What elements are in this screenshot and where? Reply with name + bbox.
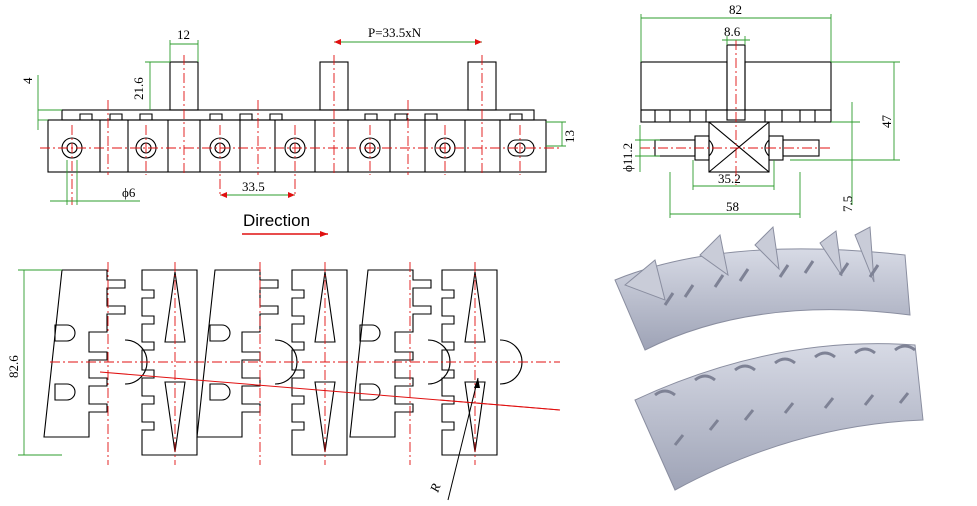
side-view-arrowheads	[220, 39, 482, 198]
direction-arrowhead	[320, 231, 328, 237]
dim-radius: R	[426, 481, 443, 495]
dim-pin-hole-diameter: ϕ11.2	[620, 143, 635, 172]
dim-peg-width: 12	[177, 27, 190, 42]
chain-plan-view	[43, 269, 523, 456]
radius-arrowhead	[474, 378, 480, 388]
dim-plan-width: 82.6	[6, 355, 21, 378]
dim-pitch: P=33.5xN	[368, 25, 422, 40]
dim-body-height: 13	[562, 130, 577, 143]
dim-pin-diameter: ϕ6	[122, 185, 136, 200]
dim-center-slot: 8.6	[724, 24, 741, 39]
side-view-centerlines	[40, 55, 560, 205]
plan-view-dimensions	[18, 269, 62, 456]
dim-plate-thickness: 4	[20, 77, 35, 84]
dim-base-width: 58	[726, 199, 739, 214]
plan-view-radius-lines	[99, 371, 561, 411]
dim-pin-pitch: 33.5	[242, 179, 265, 194]
end-view-centerlines	[640, 40, 830, 185]
plan-view-centerlines	[50, 262, 560, 465]
end-view-dimensions	[635, 14, 900, 218]
radius-leader	[447, 377, 479, 501]
direction-label: Direction	[243, 211, 310, 230]
dim-peg-height: 21.6	[131, 77, 146, 100]
chain-product-photo	[614, 225, 924, 491]
dim-hinge-width: 35.2	[718, 171, 741, 186]
dim-base-offset: 7.5	[840, 196, 855, 212]
side-view-dimensions	[37, 40, 566, 205]
dim-overall-width: 82	[729, 2, 742, 17]
chain-side-view	[47, 61, 547, 173]
dim-overall-height: 47	[879, 115, 894, 129]
